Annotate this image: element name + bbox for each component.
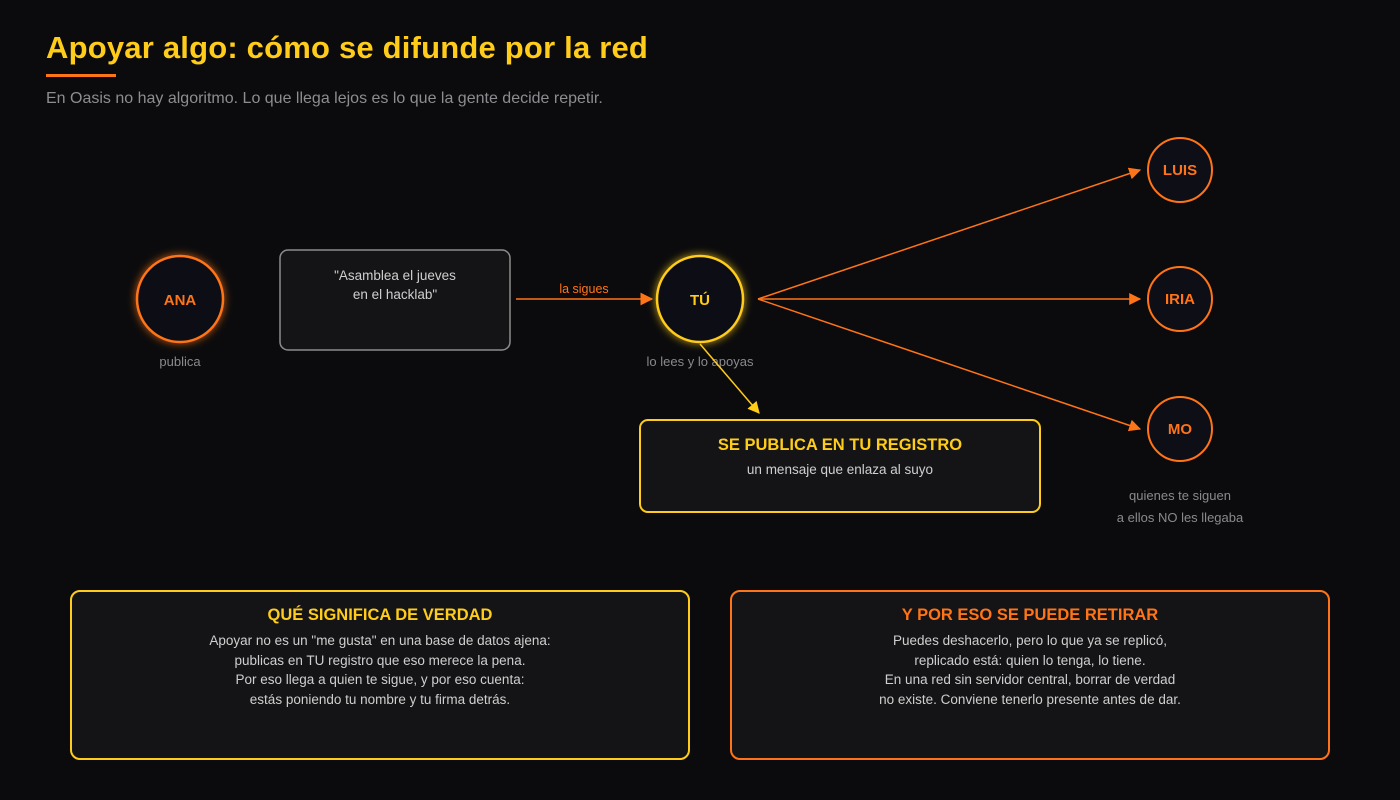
registry-arrow [699,343,760,414]
node-ana-label: ANA [164,292,197,309]
registry-box: SE PUBLICA EN TU REGISTRO un mensaje que… [639,419,1041,513]
node-mo: MO [1147,396,1213,462]
meaning-panel: QUÉ SIGNIFICA DE VERDAD Apoyar no es un … [70,590,690,760]
node-ana-caption: publica [159,354,201,369]
registry-title: SE PUBLICA EN TU REGISTRO [718,436,962,454]
node-mo-label: MO [1168,421,1192,438]
page-subtitle: En Oasis no hay algoritmo. Lo que llega … [46,90,603,107]
node-luis: LUIS [1147,137,1213,203]
retract-panel-line: En una red sin servidor central, borrar … [884,672,1176,687]
meaning-panel-line: Apoyar no es un "me gusta" en una base d… [209,633,551,648]
page-title: Apoyar algo: cómo se difunde por la red [46,30,649,65]
retract-panel-title: Y POR ESO SE PUEDE RETIRAR [901,606,1159,624]
retract-panel-line: replicado está: quien lo tenga, lo tiene… [914,652,1146,668]
node-iria-label: IRIA [1165,291,1195,308]
meaning-panel-line: publicas en TU registro que eso merece l… [234,652,526,668]
node-you: TÚ [655,254,745,344]
node-you-label: TÚ [690,291,710,309]
node-you-caption: lo lees y lo apoyas [647,354,754,369]
meaning-panel-line: Por eso llega a quien te sigue, y por es… [235,672,525,687]
message-line-1: "Asamblea el jueves [334,268,456,283]
retract-panel-line: no existe. Conviene tenerlo presente ant… [879,691,1181,707]
followers-caption-line-1: quienes te siguen [1129,488,1231,503]
spread-arrow-luis [757,167,1142,300]
retract-panel-line: Puedes deshacerlo, pero lo que ya se rep… [893,633,1167,648]
message-line-2: en el hacklab" [353,287,438,302]
node-iria: IRIA [1147,266,1213,332]
follow-arrow-label: la sigues [559,282,608,296]
registry-text: un mensaje que enlaza al suyo [747,462,933,477]
node-ana: ANA [135,254,225,344]
spread-arrow-mo [757,298,1142,432]
message-box: "Asamblea el jueves en el hacklab" [279,249,511,351]
meaning-panel-title: QUÉ SIGNIFICA DE VERDAD [267,606,493,624]
meaning-panel-line: estás poniendo tu nombre y tu firma detr… [249,691,511,707]
node-luis-label: LUIS [1163,162,1197,179]
title-underline [46,74,116,77]
followers-caption-line-2: a ellos NO les llegaba [1117,510,1244,525]
retract-panel: Y POR ESO SE PUEDE RETIRAR Puedes deshac… [730,590,1330,760]
